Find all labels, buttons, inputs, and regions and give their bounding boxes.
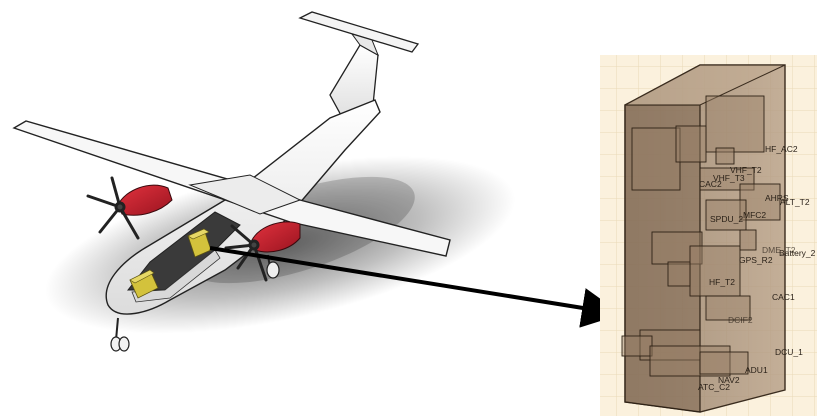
avionics-rack-panel: HF_AC2 VHF_T2 VHF_T3 CAC2 AHRS ALT_T2 SP… bbox=[600, 55, 817, 416]
component-label: DCU_1 bbox=[775, 347, 803, 357]
component-box bbox=[706, 96, 764, 152]
component-label: HF_AC2 bbox=[765, 144, 798, 154]
component-box bbox=[690, 246, 740, 296]
component-label: SPDU_2 bbox=[710, 214, 743, 224]
component-box bbox=[700, 352, 748, 374]
component-label: ALT_T2 bbox=[780, 197, 810, 207]
component-box bbox=[676, 126, 706, 162]
component-label: Battery_2 bbox=[779, 248, 816, 258]
component-label: DCIF2 bbox=[728, 315, 753, 325]
component-label: ADU1 bbox=[745, 365, 768, 375]
component-label: CAC1 bbox=[772, 292, 795, 302]
component-box bbox=[740, 230, 756, 250]
component-label: GPS_R2 bbox=[739, 255, 773, 265]
component-label: HF_T2 bbox=[709, 277, 735, 287]
component-box bbox=[632, 128, 680, 190]
aircraft-illustration bbox=[14, 12, 530, 368]
component-label: CAC2 bbox=[699, 179, 722, 189]
component-label: ATC_C2 bbox=[698, 382, 730, 392]
component-box bbox=[622, 336, 652, 356]
component-label: MFC2 bbox=[743, 210, 766, 220]
component-box bbox=[716, 148, 734, 164]
component-box bbox=[668, 262, 690, 286]
